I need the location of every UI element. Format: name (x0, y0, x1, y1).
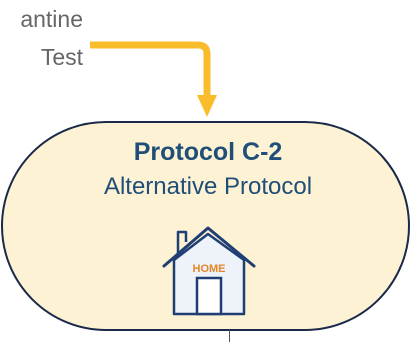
protocol-subtitle: Alternative Protocol (103, 173, 313, 200)
home-icon-label: HOME (193, 263, 226, 275)
home-icon: HOME (162, 226, 256, 316)
outgoing-connector-stub (229, 330, 230, 342)
source-node-label-line2: Test (40, 44, 83, 70)
source-node-label-line1: antine (20, 6, 83, 32)
connector-line (90, 41, 211, 95)
arrow-head (197, 95, 217, 117)
protocol-title: Protocol C-2 (133, 138, 283, 166)
